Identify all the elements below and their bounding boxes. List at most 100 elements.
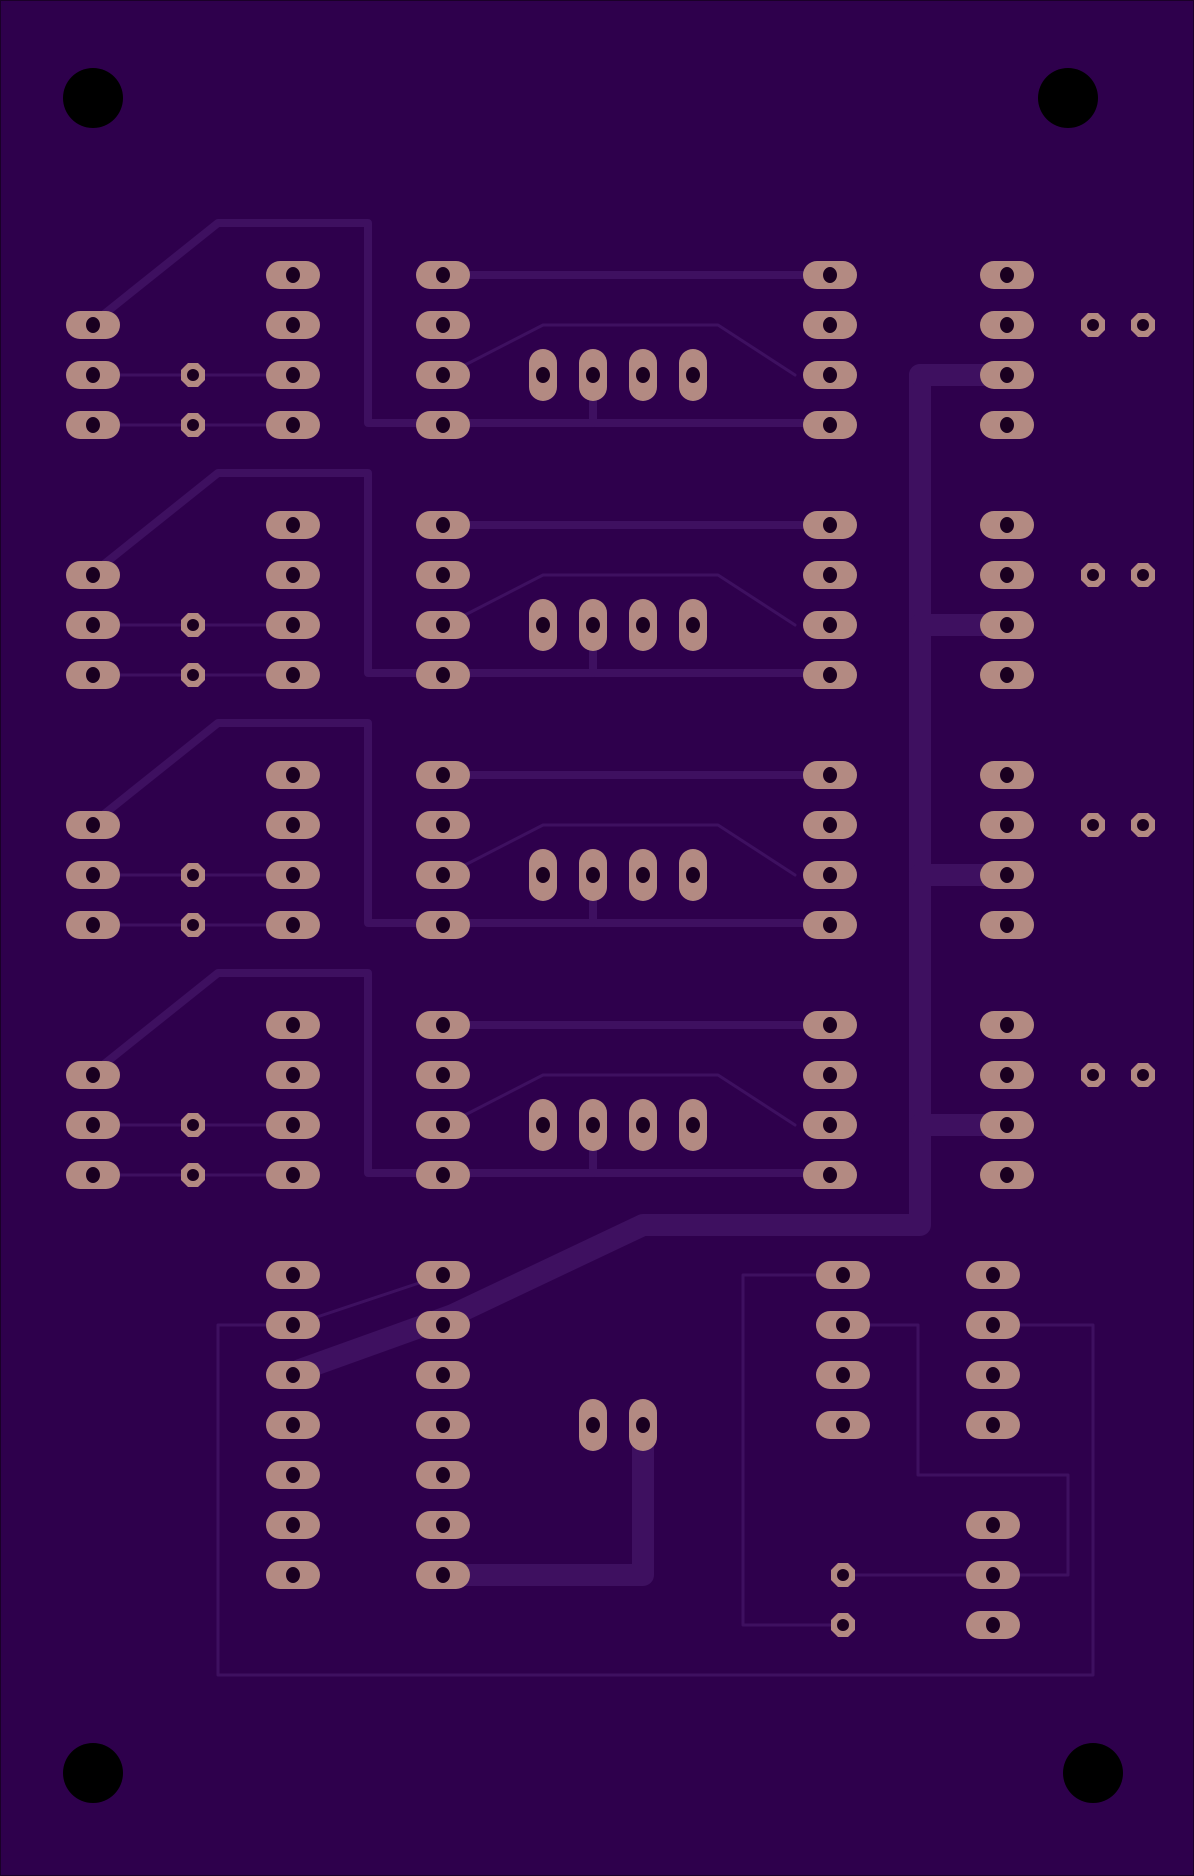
pad bbox=[966, 1561, 1020, 1589]
pad bbox=[416, 261, 470, 289]
pad bbox=[980, 1111, 1034, 1139]
via-hole bbox=[1137, 319, 1149, 331]
trace-bus bbox=[432, 1414, 654, 1586]
pad bbox=[529, 1099, 557, 1151]
pad-hole bbox=[836, 1367, 850, 1383]
pad bbox=[416, 511, 470, 539]
pad-hole bbox=[1000, 867, 1014, 883]
pad bbox=[416, 1261, 470, 1289]
pad-hole bbox=[1000, 667, 1014, 683]
pad bbox=[679, 849, 707, 901]
pad bbox=[266, 661, 320, 689]
pad bbox=[266, 1061, 320, 1089]
mounting-hole bbox=[1063, 1743, 1123, 1803]
via bbox=[181, 413, 205, 437]
pad-hole bbox=[986, 1317, 1000, 1333]
pad-hole bbox=[86, 567, 100, 583]
pad-hole bbox=[436, 917, 450, 933]
pad bbox=[980, 861, 1034, 889]
pad-hole bbox=[986, 1267, 1000, 1283]
pad-hole bbox=[536, 617, 550, 633]
pad-hole bbox=[586, 367, 600, 383]
pad-hole bbox=[823, 767, 837, 783]
via-hole bbox=[1087, 1069, 1099, 1081]
pad bbox=[629, 1399, 657, 1451]
pad-hole bbox=[86, 367, 100, 383]
via-hole bbox=[187, 619, 199, 631]
pad-hole bbox=[1000, 517, 1014, 533]
pad-hole bbox=[686, 1117, 700, 1133]
via-hole bbox=[187, 369, 199, 381]
pad bbox=[803, 411, 857, 439]
pad bbox=[980, 661, 1034, 689]
pad-hole bbox=[686, 867, 700, 883]
pad bbox=[679, 599, 707, 651]
pad bbox=[266, 1161, 320, 1189]
pad-hole bbox=[823, 1067, 837, 1083]
pad bbox=[803, 511, 857, 539]
mounting-hole bbox=[63, 68, 123, 128]
pad bbox=[966, 1511, 1020, 1539]
pad-hole bbox=[286, 817, 300, 833]
pad-hole bbox=[86, 1167, 100, 1183]
via-hole bbox=[187, 1119, 199, 1131]
pad-hole bbox=[986, 1567, 1000, 1583]
via bbox=[181, 1113, 205, 1137]
via-hole bbox=[837, 1619, 849, 1631]
via bbox=[1131, 813, 1155, 837]
pad-hole bbox=[636, 367, 650, 383]
mounting-hole bbox=[1038, 68, 1098, 128]
pad bbox=[629, 1099, 657, 1151]
pad-hole bbox=[686, 617, 700, 633]
via bbox=[1081, 1063, 1105, 1087]
pad bbox=[803, 361, 857, 389]
pad bbox=[980, 361, 1034, 389]
pad bbox=[980, 511, 1034, 539]
pad bbox=[679, 1099, 707, 1151]
via bbox=[1081, 563, 1105, 587]
pad bbox=[66, 411, 120, 439]
pad-hole bbox=[286, 1167, 300, 1183]
pad bbox=[266, 311, 320, 339]
pad-hole bbox=[586, 867, 600, 883]
trace-bridge bbox=[89, 969, 447, 1177]
pad bbox=[266, 561, 320, 589]
pad bbox=[629, 349, 657, 401]
via-hole bbox=[187, 869, 199, 881]
mounting-holes bbox=[63, 68, 1123, 1803]
pad bbox=[266, 911, 320, 939]
pad bbox=[266, 761, 320, 789]
pad-hole bbox=[86, 1117, 100, 1133]
via-hole bbox=[1087, 569, 1099, 581]
trace-bus bbox=[289, 364, 931, 1381]
pad-hole bbox=[286, 1467, 300, 1483]
pad bbox=[416, 1361, 470, 1389]
pad bbox=[416, 1061, 470, 1089]
pad bbox=[66, 861, 120, 889]
via bbox=[831, 1613, 855, 1637]
pad bbox=[980, 411, 1034, 439]
pad-hole bbox=[636, 867, 650, 883]
pad-hole bbox=[286, 1267, 300, 1283]
pad bbox=[66, 661, 120, 689]
pad bbox=[416, 311, 470, 339]
trace bbox=[463, 573, 797, 627]
via-hole bbox=[187, 419, 199, 431]
pad-hole bbox=[436, 1167, 450, 1183]
via bbox=[181, 863, 205, 887]
via bbox=[1081, 313, 1105, 337]
pad bbox=[816, 1311, 870, 1339]
pad-hole bbox=[436, 1567, 450, 1583]
pad bbox=[529, 849, 557, 901]
pad-hole bbox=[436, 767, 450, 783]
pad-hole bbox=[986, 1417, 1000, 1433]
trace bbox=[741, 1273, 845, 1627]
via bbox=[1131, 313, 1155, 337]
pad-hole bbox=[836, 1317, 850, 1333]
pad bbox=[416, 661, 470, 689]
pad-hole bbox=[1000, 567, 1014, 583]
pad-hole bbox=[436, 567, 450, 583]
pad-hole bbox=[1000, 267, 1014, 283]
copper-traces bbox=[89, 219, 1095, 1677]
pad bbox=[816, 1261, 870, 1289]
